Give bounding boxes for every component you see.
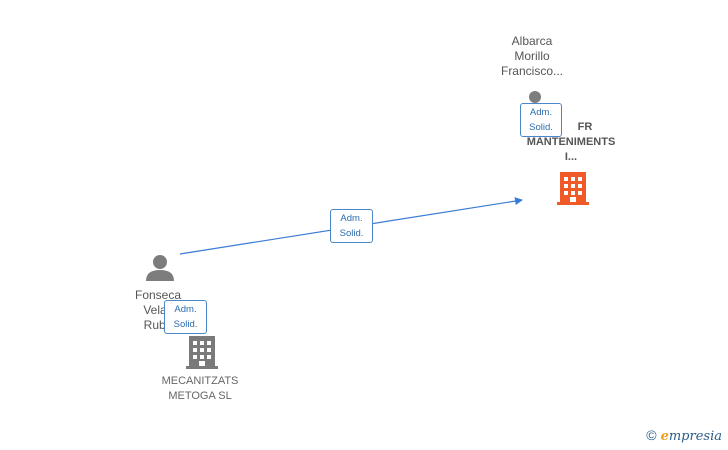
company-name-line: MANTENIMENTS: [526, 136, 616, 148]
person-name-line: Morillo: [514, 49, 550, 63]
person-icon-fonseca[interactable]: [146, 255, 174, 281]
company-name-line: METOGA SL: [168, 390, 232, 402]
building-icon-fr[interactable]: [557, 172, 589, 205]
brand-logo: ©empresia: [646, 427, 722, 444]
company-name-line: FR: [577, 121, 593, 133]
relation-role-type: Solid.: [173, 319, 198, 330]
relation-role: Adm.: [340, 213, 363, 224]
relation-badge-albarca[interactable]: Adm. Solid.: [520, 103, 562, 137]
company-label-mecanitzats[interactable]: MECANITZATS METOGA SL: [150, 374, 250, 404]
company-name-line: I...: [564, 151, 578, 163]
relation-role-type: Solid.: [339, 228, 364, 239]
person-name-line: Francisco...: [500, 64, 563, 78]
person-name-line: Albarca: [511, 34, 553, 48]
building-icon-mecanitzats[interactable]: [186, 336, 218, 369]
brand-initial: e: [660, 429, 669, 444]
relation-badge-fonseca[interactable]: Adm. Solid.: [164, 300, 207, 334]
relation-role: Adm.: [529, 107, 553, 118]
relation-role-type: Solid.: [529, 122, 553, 133]
relation-role: Adm.: [174, 304, 197, 315]
company-label-fr[interactable]: FR MANTENIMENTS I...: [515, 120, 627, 165]
company-name-line: MECANITZATS: [161, 375, 239, 387]
person-label-albarca[interactable]: Albarca Morillo Francisco...: [492, 34, 572, 79]
brand-name: mpresia: [668, 429, 722, 444]
person-name-line: Fonseca: [134, 288, 182, 302]
copyright-symbol: ©: [646, 427, 657, 443]
relation-badge-edge[interactable]: Adm. Solid.: [330, 209, 373, 243]
